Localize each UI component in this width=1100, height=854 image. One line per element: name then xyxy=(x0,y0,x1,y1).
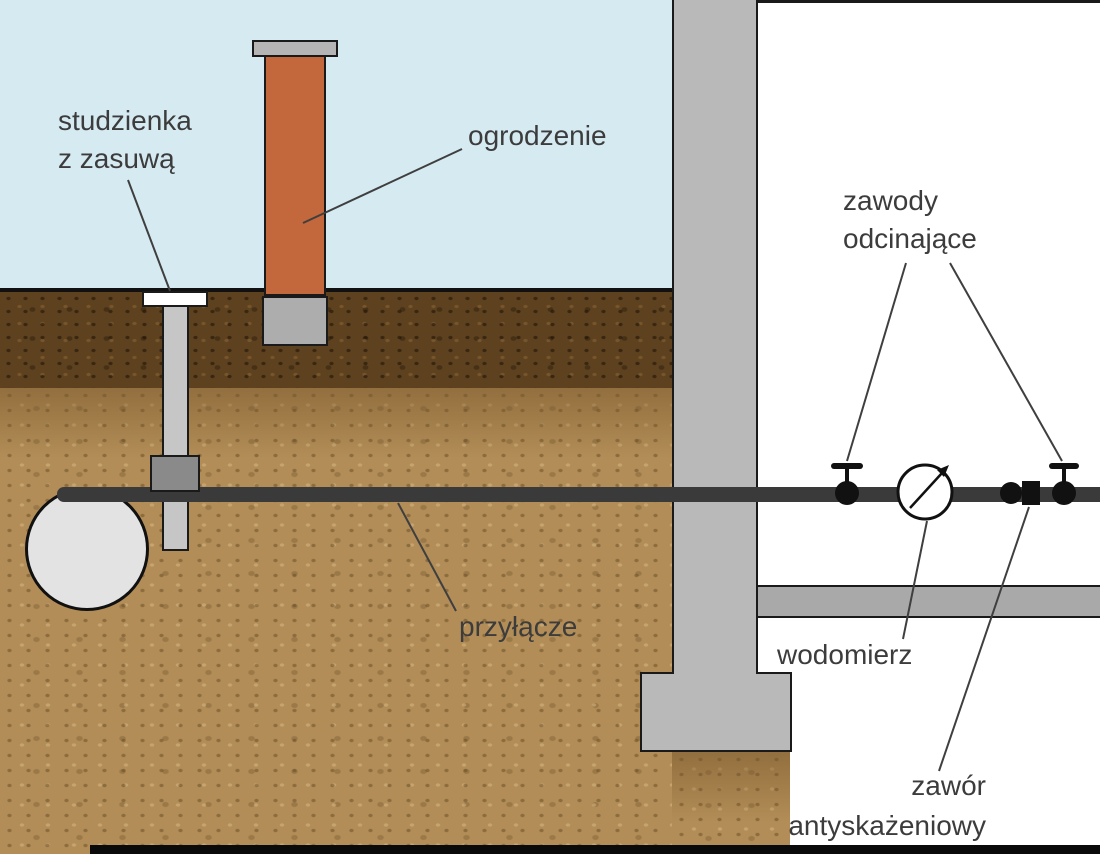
label-backflow-valve: zawór antyskażeniowy xyxy=(750,766,986,846)
label-water-meter: wodomierz xyxy=(777,636,912,674)
gate-valve xyxy=(150,455,200,492)
leader-line-shutoff-left xyxy=(846,262,907,462)
leader-line-service xyxy=(397,502,457,612)
soil-subsoil xyxy=(0,388,672,854)
label-shutoff-line2: odcinające xyxy=(843,223,977,254)
water-meter xyxy=(896,463,954,521)
label-valve-chamber-line2: z zasuwą xyxy=(58,143,175,174)
valve-chamber-pipe xyxy=(162,303,189,551)
label-water-meter-text: wodomierz xyxy=(777,639,913,670)
label-service-pipe: przyłącze xyxy=(459,608,577,646)
water-main xyxy=(25,487,149,611)
shutoff-valve-right xyxy=(1049,463,1079,505)
wall-footing xyxy=(640,672,792,752)
label-valve-chamber: studzienka z zasuwą xyxy=(58,102,192,178)
label-shutoff-valves: zawody odcinające xyxy=(843,182,977,258)
leader-line-shutoff-right xyxy=(949,262,1063,462)
label-service-pipe-text: przyłącze xyxy=(459,611,578,642)
soil-under-footing xyxy=(672,752,790,854)
bottom-border-line xyxy=(90,845,1100,854)
label-fence-text: ogrodzenie xyxy=(468,120,607,151)
leader-line-chamber xyxy=(127,179,171,292)
backflow-valve xyxy=(1000,481,1040,505)
ceiling-cut-line xyxy=(758,0,1100,3)
fence-post xyxy=(264,55,326,296)
leader-line-meter xyxy=(902,520,928,640)
ground-surface-line xyxy=(0,288,672,292)
label-fence: ogrodzenie xyxy=(468,117,607,155)
label-backflow-line1: zawór xyxy=(911,770,986,801)
fence-cap xyxy=(252,40,338,57)
label-shutoff-line1: zawody xyxy=(843,185,938,216)
label-valve-chamber-line1: studzienka xyxy=(58,105,192,136)
floor-slab xyxy=(758,585,1100,618)
fence-footing xyxy=(262,296,328,346)
building-wall xyxy=(672,0,758,674)
chamber-cap xyxy=(142,291,208,307)
leader-line-backflow xyxy=(938,506,1030,772)
leader-line-fence xyxy=(302,148,463,224)
shutoff-valve-left xyxy=(831,463,863,505)
label-backflow-line2: antyskażeniowy xyxy=(788,810,986,841)
soil-topsoil xyxy=(0,292,672,388)
